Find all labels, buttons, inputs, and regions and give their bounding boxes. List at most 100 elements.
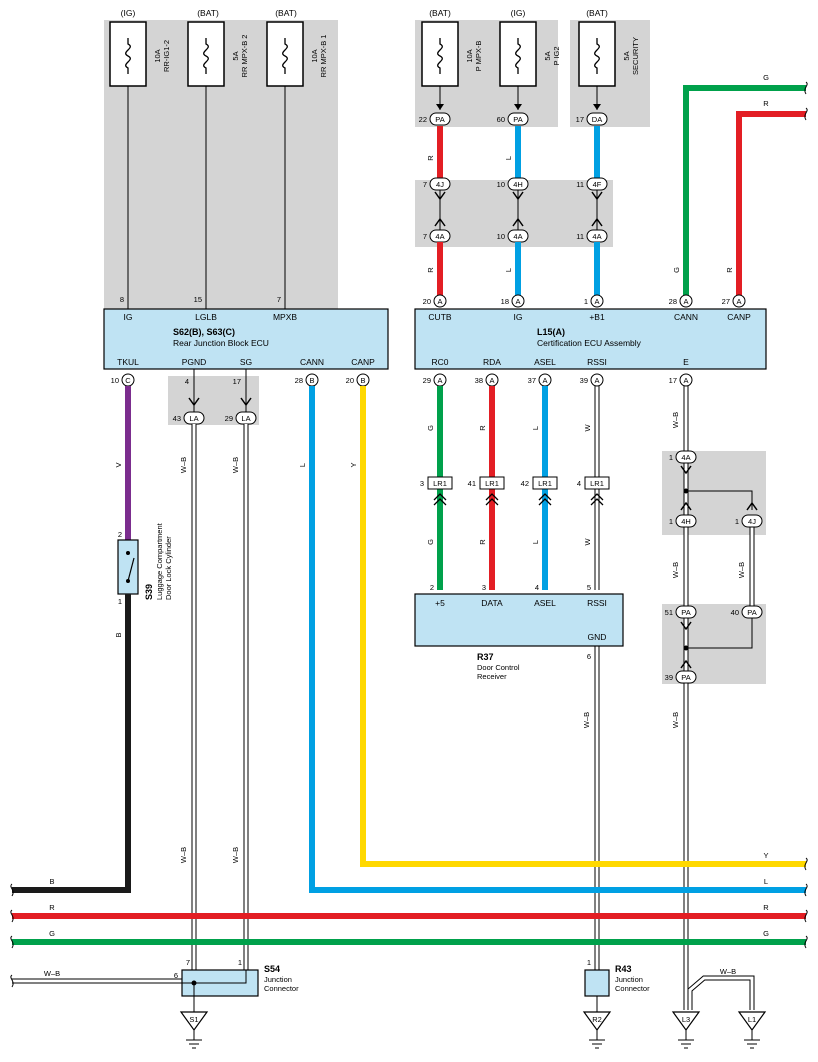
svg-text:R37: R37 xyxy=(477,652,494,662)
svg-text:1: 1 xyxy=(587,958,591,967)
svg-text:B: B xyxy=(360,376,365,385)
svg-text:RC0: RC0 xyxy=(431,357,448,367)
svg-text:Rear Junction Block ECU: Rear Junction Block ECU xyxy=(173,338,269,348)
svg-text:Y: Y xyxy=(349,462,358,467)
svg-text:4: 4 xyxy=(185,377,189,386)
svg-text:PA: PA xyxy=(435,115,444,124)
fuse-source-6: (BAT) xyxy=(586,8,608,18)
svg-text:IG: IG xyxy=(124,312,133,322)
svg-text:W–B: W–B xyxy=(671,712,680,728)
svg-text:A: A xyxy=(437,297,442,306)
svg-text:A: A xyxy=(736,297,741,306)
svg-text:L: L xyxy=(504,268,513,272)
svg-text:W–B: W–B xyxy=(44,969,60,978)
svg-text:RDA: RDA xyxy=(483,357,501,367)
ground-l3: L3 xyxy=(671,1011,701,1049)
svg-text:L3: L3 xyxy=(682,1015,690,1024)
wire-blue-cann xyxy=(309,386,806,893)
svg-text:Junction: Junction xyxy=(264,975,292,984)
svg-text:7: 7 xyxy=(423,232,427,241)
svg-text:MPXB: MPXB xyxy=(273,312,297,322)
conn-pa-60: PA 60 xyxy=(497,112,529,126)
svg-text:R2: R2 xyxy=(592,1015,602,1024)
svg-text:17: 17 xyxy=(669,376,677,385)
svg-text:4H: 4H xyxy=(681,517,691,526)
svg-text:C: C xyxy=(125,376,131,385)
svg-text:R: R xyxy=(49,903,55,912)
svg-text:LA: LA xyxy=(241,414,250,423)
svg-text:W–B: W–B xyxy=(179,847,188,863)
svg-text:R: R xyxy=(426,155,435,161)
svg-text:29: 29 xyxy=(225,414,233,423)
svg-text:43: 43 xyxy=(173,414,181,423)
svg-text:37: 37 xyxy=(528,376,536,385)
svg-text:1: 1 xyxy=(669,517,673,526)
svg-text:TKUL: TKUL xyxy=(117,357,139,367)
svg-text:A: A xyxy=(437,376,442,385)
junction-connector-s54: 6 7 1 S54 Junction Connector xyxy=(174,958,299,1012)
svg-text:W–B: W–B xyxy=(179,457,188,473)
svg-text:20: 20 xyxy=(423,297,431,306)
certification-ecu-assembly: CUTB IG +B1 CANN CANP L15(A) Certificati… xyxy=(414,308,767,370)
svg-text:38: 38 xyxy=(475,376,483,385)
wire-green-cann-top xyxy=(683,85,806,296)
svg-text:L: L xyxy=(531,426,540,430)
svg-text:L1: L1 xyxy=(748,1015,756,1024)
svg-text:PGND: PGND xyxy=(182,357,207,367)
svg-text:22: 22 xyxy=(419,115,427,124)
svg-text:17: 17 xyxy=(576,115,584,124)
svg-text:L: L xyxy=(764,877,768,886)
wire-red-canp-top xyxy=(736,111,806,296)
ecu2-bottom-pins: A29 A38 A37 A39 A17 xyxy=(423,373,693,387)
svg-text:R: R xyxy=(763,99,769,108)
svg-text:B: B xyxy=(49,877,54,886)
svg-text:CANP: CANP xyxy=(727,312,751,322)
svg-text:42: 42 xyxy=(521,479,529,488)
svg-text:11: 11 xyxy=(576,232,584,241)
svg-text:L: L xyxy=(531,540,540,544)
svg-text:4J: 4J xyxy=(748,517,756,526)
svg-text:S54: S54 xyxy=(264,964,280,974)
svg-text:W–B: W–B xyxy=(231,457,240,473)
svg-text:RSSI: RSSI xyxy=(587,598,607,608)
svg-text:W–B: W–B xyxy=(231,847,240,863)
fuse-source-4: (BAT) xyxy=(429,8,451,18)
svg-text:W–B: W–B xyxy=(671,562,680,578)
svg-text:39: 39 xyxy=(580,376,588,385)
svg-text:Luggage Compartment: Luggage Compartment xyxy=(155,522,164,600)
svg-text:DATA: DATA xyxy=(481,598,503,608)
fuse-source-3: (BAT) xyxy=(275,8,297,18)
svg-text:4A: 4A xyxy=(435,232,444,241)
fuse-security: 5ASECURITY xyxy=(578,21,640,87)
fuse-p-ig2: 5AP IG2 xyxy=(499,21,561,87)
svg-text:CANN: CANN xyxy=(674,312,698,322)
svg-text:51: 51 xyxy=(665,608,673,617)
svg-text:B: B xyxy=(114,632,123,637)
svg-text:LA: LA xyxy=(189,414,198,423)
svg-text:A: A xyxy=(683,297,688,306)
svg-text:5ARR MPX-B 2: 5ARR MPX-B 2 xyxy=(231,35,249,78)
svg-text:A: A xyxy=(594,297,599,306)
svg-text:R: R xyxy=(725,267,734,273)
fuse-source-5: (IG) xyxy=(511,8,526,18)
svg-text:4A: 4A xyxy=(592,232,601,241)
svg-text:G: G xyxy=(763,73,769,82)
svg-text:G: G xyxy=(763,929,769,938)
svg-text:+5: +5 xyxy=(435,598,445,608)
svg-text:3: 3 xyxy=(482,583,486,592)
svg-text:8: 8 xyxy=(120,295,124,304)
svg-text:Certification ECU Assembly: Certification ECU Assembly xyxy=(537,338,642,348)
svg-text:E: E xyxy=(683,357,689,367)
svg-text:DA: DA xyxy=(592,115,602,124)
svg-text:R: R xyxy=(478,539,487,545)
svg-text:11: 11 xyxy=(576,180,584,189)
svg-text:LR1: LR1 xyxy=(433,479,447,488)
svg-text:LR1: LR1 xyxy=(485,479,499,488)
svg-text:R: R xyxy=(426,267,435,273)
fuse-source-2: (BAT) xyxy=(197,8,219,18)
svg-text:10ARR MPX-B 1: 10ARR MPX-B 1 xyxy=(310,35,328,78)
svg-text:CANP: CANP xyxy=(351,357,375,367)
